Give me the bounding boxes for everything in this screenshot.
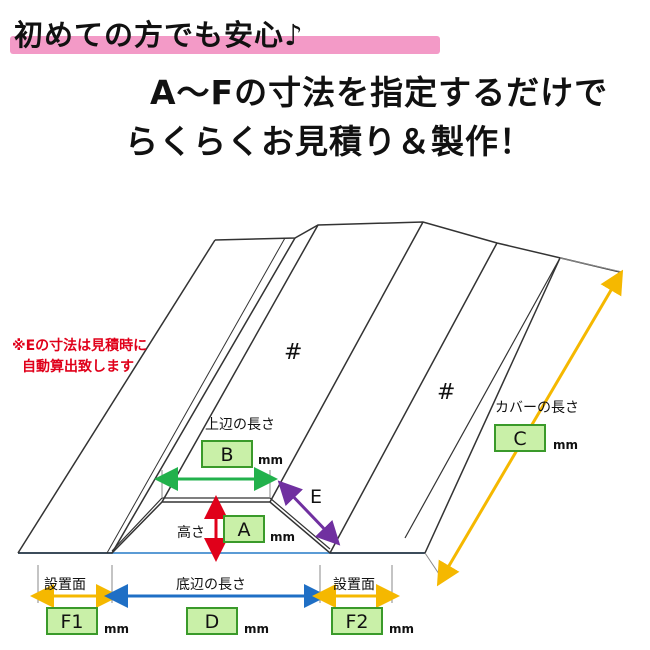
guide-c-top — [559, 257, 623, 273]
label-install-right: 設置面 — [333, 577, 375, 593]
label-install-left: 設置面 — [44, 577, 86, 593]
box-a[interactable]: A — [223, 515, 265, 543]
edge-2 — [111, 237, 296, 554]
guide-c-bottom — [424, 552, 444, 581]
edge-3 — [161, 224, 319, 503]
unit-d: mm — [244, 622, 270, 636]
unit-a: mm — [270, 530, 296, 544]
headline: 初めての方でも安心♪ A〜Fの寸法を指定するだけで らくらくお見積り＆製作！ — [0, 0, 650, 180]
headline-line1: 初めての方でも安心♪ — [14, 18, 304, 52]
box-f1[interactable]: F1 — [46, 607, 98, 635]
edge-4 — [269, 221, 424, 503]
arrow-e — [277, 480, 341, 546]
label-height: 高さ — [177, 525, 205, 541]
hash-mark-1: # — [284, 340, 303, 365]
edge-1 — [17, 239, 216, 554]
headline-line2: A〜Fの寸法を指定するだけで — [150, 73, 609, 112]
edge-5 — [329, 242, 498, 554]
label-cover-length: カバーの長さ — [495, 400, 579, 416]
headline-line3: らくらくお見積り＆製作！ — [125, 122, 533, 161]
label-e: E — [310, 486, 323, 508]
box-d[interactable]: D — [186, 607, 238, 635]
note-line1: ※Eの寸法は見積時に — [12, 338, 148, 354]
label-bottom-side: 底辺の長さ — [176, 577, 246, 593]
note-line2: 自動算出致します — [22, 359, 134, 375]
back-profile — [214, 221, 621, 273]
label-top-side: 上辺の長さ — [205, 417, 275, 433]
note: ※Eの寸法は見積時に 自動算出致します — [12, 336, 147, 378]
box-c[interactable]: C — [494, 424, 546, 452]
unit-c: mm — [553, 438, 579, 452]
unit-f1: mm — [104, 622, 130, 636]
front-profile — [18, 501, 425, 554]
headline-highlight — [10, 36, 440, 54]
edge-8 — [106, 237, 286, 554]
box-b[interactable]: B — [201, 440, 253, 468]
box-f2[interactable]: F2 — [331, 607, 383, 635]
hash-mark-2: # — [437, 380, 456, 405]
unit-b: mm — [258, 453, 284, 467]
unit-f2: mm — [389, 622, 415, 636]
